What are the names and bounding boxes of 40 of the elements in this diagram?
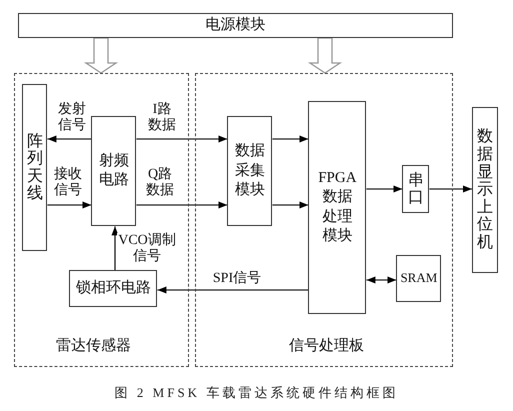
vertical-label: 阵列天线 bbox=[26, 132, 43, 204]
box-label: 数据采集模块 bbox=[234, 142, 265, 200]
vertical-label: 串口 bbox=[408, 172, 424, 207]
figure-caption: 图 2 MFSK 车载雷达系统硬件结构框图 bbox=[114, 384, 400, 402]
hollow-block-arrow bbox=[84, 37, 118, 74]
module-box bbox=[18, 13, 453, 38]
group-label: 信号处理板 bbox=[288, 337, 365, 356]
double-arrow bbox=[366, 276, 396, 284]
arrow bbox=[366, 186, 402, 192]
arrow bbox=[272, 202, 308, 208]
box-label: 射频电路 bbox=[98, 152, 129, 190]
module-box bbox=[402, 165, 430, 214]
module-box bbox=[396, 255, 442, 302]
box-label: 锁相环电路 bbox=[76, 279, 151, 298]
edge-label: 发射信号 bbox=[56, 102, 88, 134]
arrow bbox=[47, 202, 92, 208]
group-label: 雷达传感器 bbox=[54, 337, 132, 356]
edge-label: VCO调制信号 bbox=[117, 233, 177, 265]
dashed-group-region bbox=[195, 73, 453, 367]
module-box bbox=[308, 101, 366, 314]
arrow bbox=[112, 226, 118, 270]
arrow bbox=[429, 186, 472, 192]
module-box bbox=[22, 84, 48, 252]
box-label: 电源模块 bbox=[206, 16, 266, 35]
edge-label: 接收信号 bbox=[52, 167, 84, 199]
edge-label: I路数据 bbox=[146, 102, 178, 134]
module-box bbox=[91, 116, 136, 226]
module-box bbox=[472, 107, 498, 273]
vertical-label: 数据显示上位机 bbox=[477, 128, 493, 252]
arrow bbox=[157, 286, 308, 294]
box-label: FPGA数据处理模块 bbox=[317, 168, 358, 246]
hollow-block-arrow bbox=[308, 37, 342, 74]
arrow bbox=[47, 136, 92, 142]
module-box bbox=[69, 270, 158, 308]
box-label: SRAM bbox=[400, 270, 438, 288]
arrow bbox=[136, 202, 228, 208]
arrow bbox=[272, 136, 308, 142]
edge-label: Q路数据 bbox=[144, 167, 176, 199]
arrow bbox=[136, 136, 228, 142]
module-box bbox=[227, 116, 272, 226]
